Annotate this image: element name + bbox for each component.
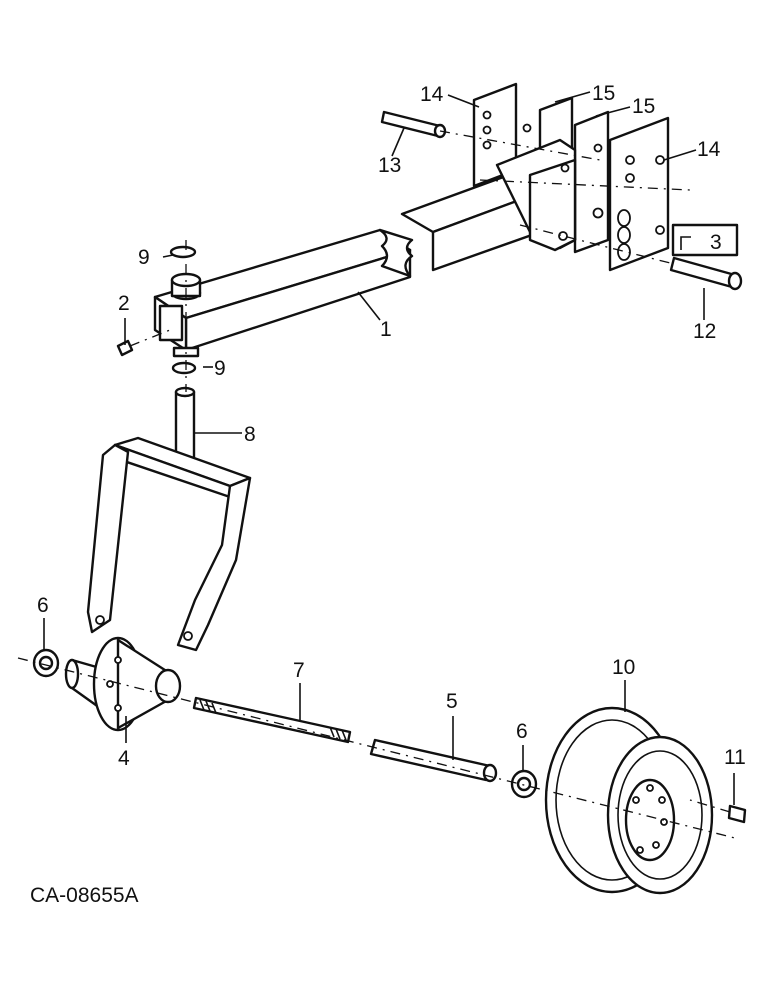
spindle-8 (174, 386, 196, 462)
clip-3 (671, 223, 739, 257)
wheel-bolt-11 (689, 799, 747, 824)
callout-8: 8 (244, 423, 256, 446)
callout-6-right: 6 (516, 720, 528, 743)
callout-12: 12 (693, 320, 716, 343)
caster-fork (86, 436, 252, 652)
callout-4: 4 (118, 747, 130, 770)
beam-end-bracket (495, 138, 577, 252)
wheel-rim-10 (544, 706, 714, 895)
leader-lines (43, 91, 735, 805)
centerline-pin-13 (439, 130, 601, 161)
centerline-pin-12 (519, 224, 675, 265)
callout-10: 10 (612, 656, 635, 679)
callout-14-right: 14 (697, 138, 721, 161)
callout-6-left: 6 (37, 594, 49, 617)
washer-9-upper (169, 245, 197, 259)
callout-5: 5 (446, 690, 458, 713)
callout-7: 7 (293, 659, 305, 682)
centerline-wheel-axis (17, 657, 736, 839)
callout-2: 2 (118, 292, 130, 315)
bearing-6-right (510, 769, 538, 799)
callout-13: 13 (378, 154, 401, 177)
spacer-5 (369, 738, 498, 783)
callout-14-left: 14 (420, 83, 444, 106)
callout-labels: 1 2 3 4 5 6 6 7 8 9 9 10 11 12 13 14 14 … (37, 82, 746, 770)
washer-9-lower (171, 361, 197, 375)
centerline-mount (479, 179, 691, 191)
axle-beam (153, 166, 562, 358)
callout-15-left: 15 (592, 82, 615, 105)
mount-plate-right-14 (608, 116, 670, 272)
hub-4 (64, 636, 182, 732)
callout-11: 11 (724, 746, 746, 769)
callout-9-lower: 9 (214, 357, 226, 380)
mount-plate-right-15 (573, 110, 610, 254)
callout-1: 1 (380, 318, 392, 341)
callout-15-right: 15 (632, 95, 655, 118)
callout-9-upper: 9 (138, 246, 150, 269)
drawing-code: CA-08655A (30, 884, 139, 907)
pin-12 (669, 256, 743, 291)
pin-13 (380, 110, 447, 139)
bearing-6-left (32, 648, 60, 678)
callout-3: 3 (710, 231, 722, 254)
